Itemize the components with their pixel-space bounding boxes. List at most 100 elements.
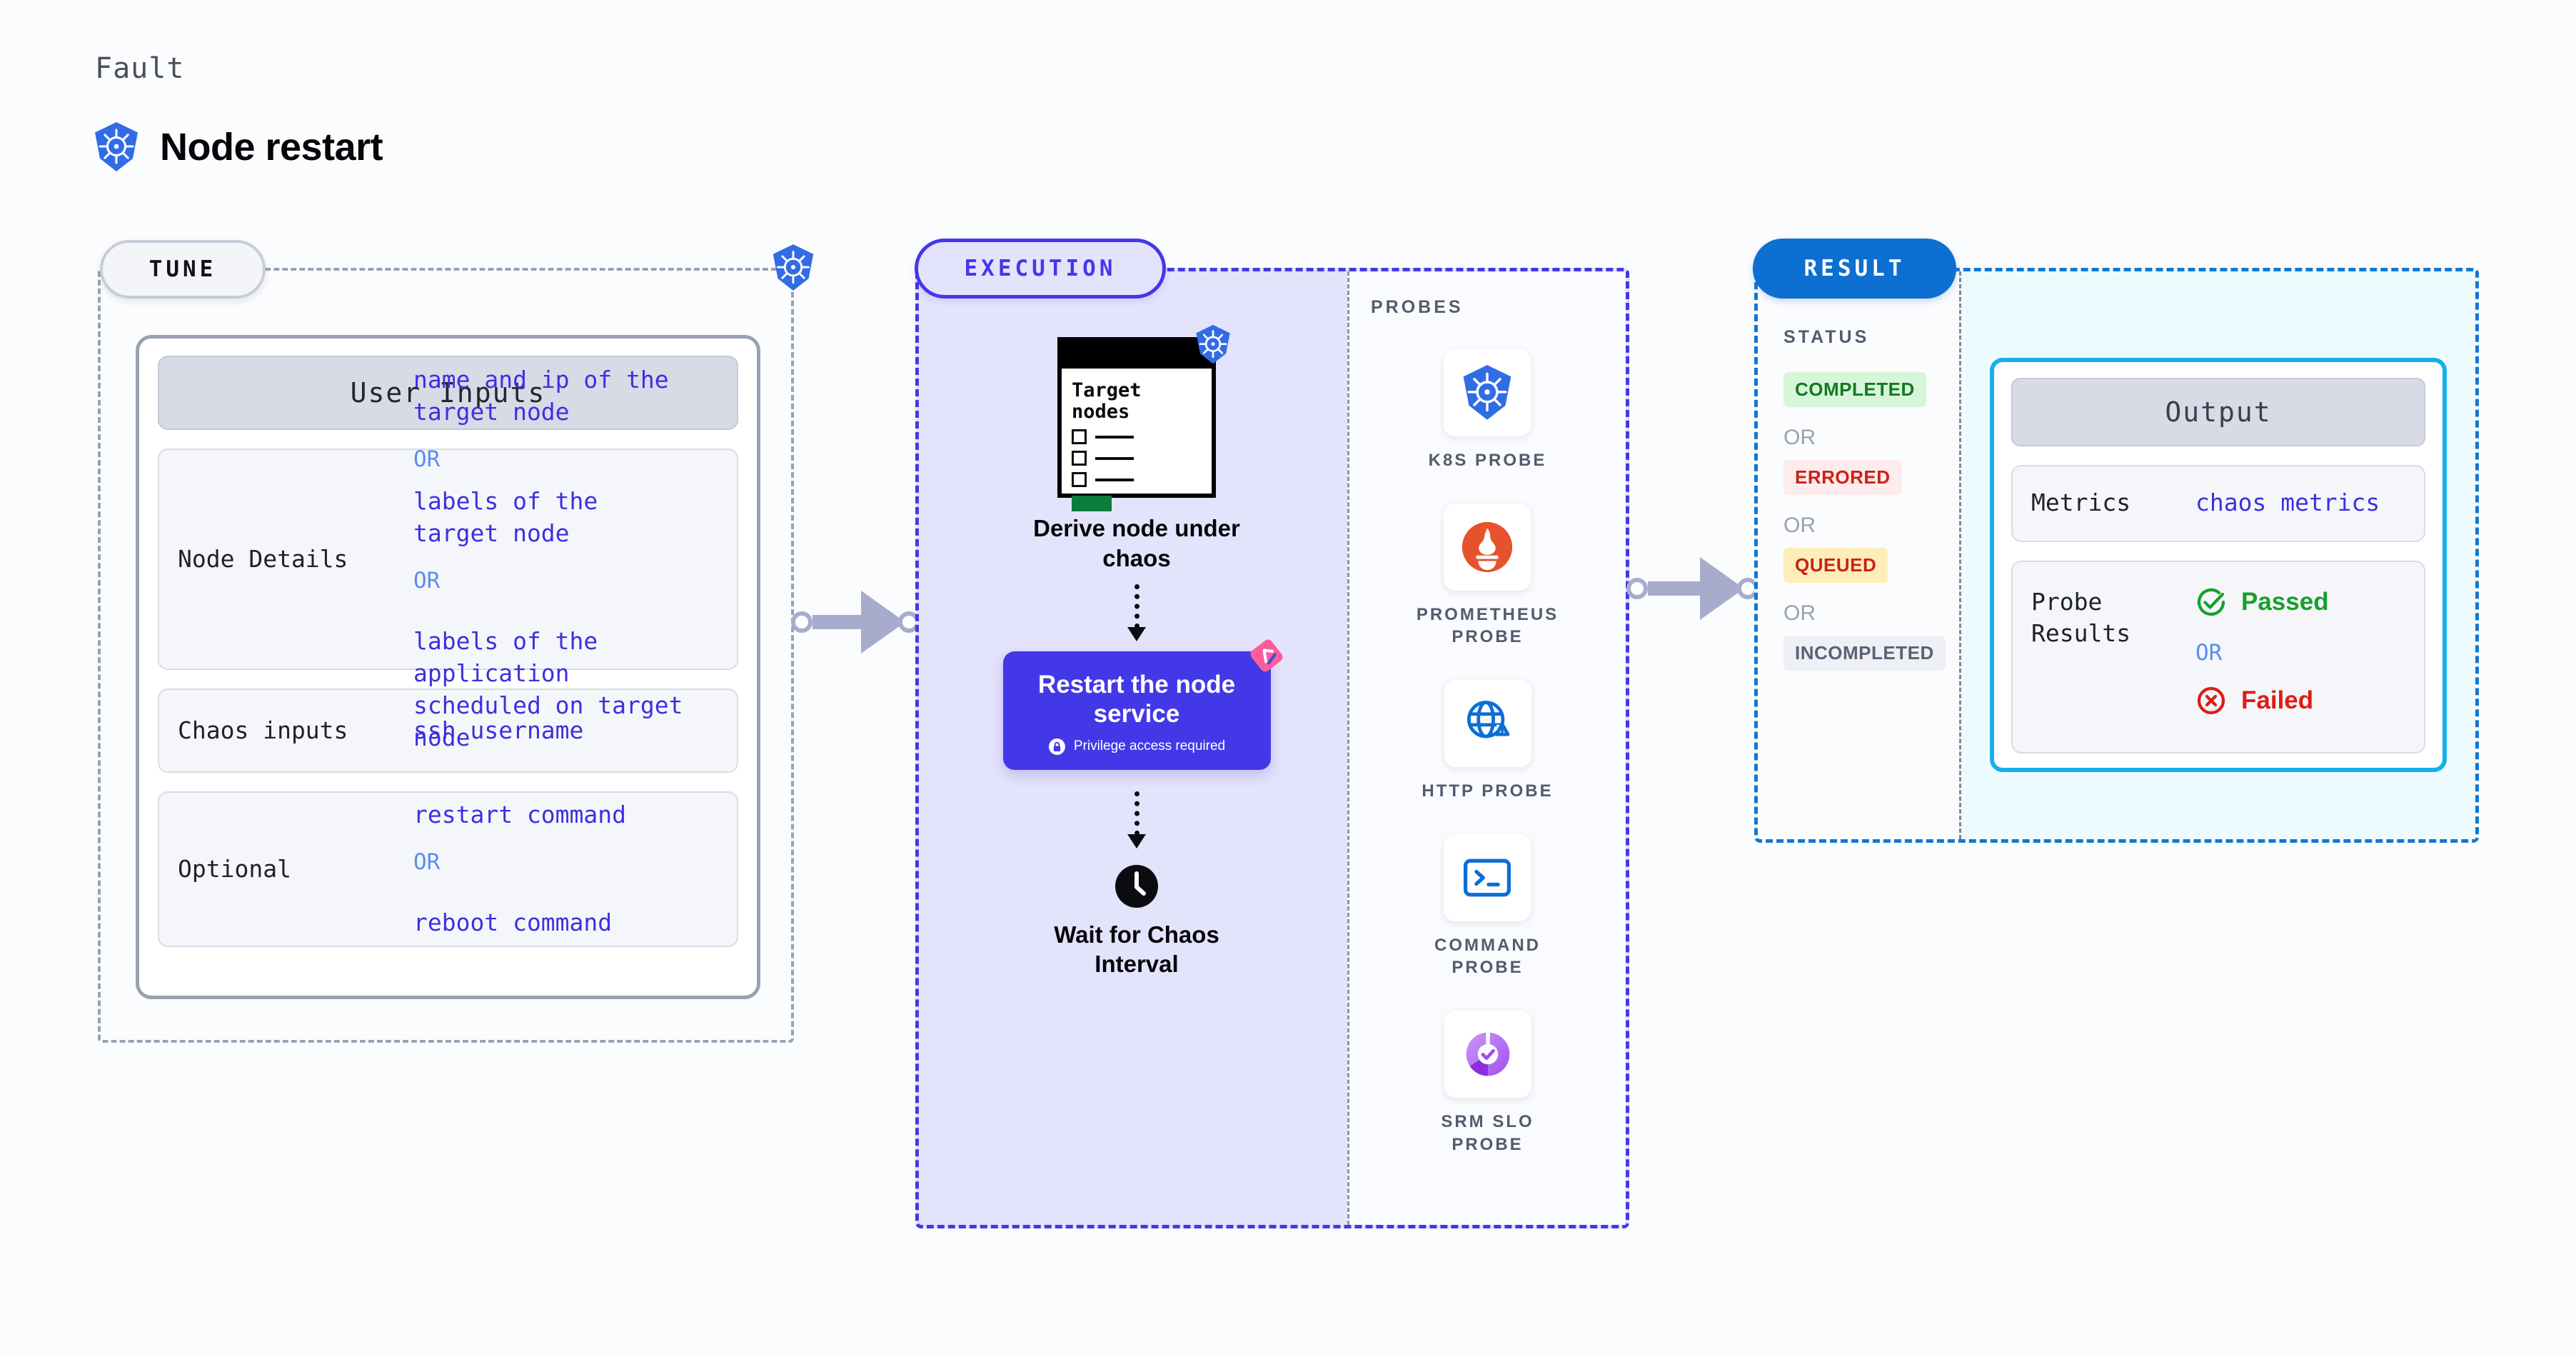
row-value: labels of the target node xyxy=(413,487,598,548)
pink-corner-badge-icon xyxy=(1250,639,1282,672)
privilege-text: Privilege access required xyxy=(1073,738,1226,754)
row-key: Optional xyxy=(178,854,291,883)
connector-execution-to-result xyxy=(1626,557,1759,620)
checkbox-icon xyxy=(1072,451,1087,466)
prometheus-icon xyxy=(1444,503,1531,591)
connector-tune-to-execution xyxy=(791,591,920,654)
card-title-bar xyxy=(1062,341,1212,369)
row-value: ssh username xyxy=(413,716,584,744)
row-values: name and ip of the target node OR labels… xyxy=(413,364,718,753)
fault-eyebrow: Fault xyxy=(95,52,185,85)
output-title: Output xyxy=(2011,377,2425,446)
lock-icon xyxy=(1048,738,1065,755)
table-row: Metrics chaos metrics xyxy=(2011,464,2425,542)
probe-prometheus[interactable]: PROMETHEUS PROBE xyxy=(1416,503,1559,649)
probe-result-failed: Failed xyxy=(2195,685,2405,716)
probe-label: COMMAND PROBE xyxy=(1434,935,1541,978)
kubernetes-icon xyxy=(1194,324,1232,369)
kubernetes-icon xyxy=(1444,349,1531,436)
connector-endpoint xyxy=(791,611,812,633)
probe-label: PROMETHEUS PROBE xyxy=(1416,604,1559,647)
row-key: Probe Results xyxy=(2031,587,2131,648)
table-row: Chaos inputs ssh username xyxy=(158,688,738,773)
list-item xyxy=(1072,472,1202,488)
terminal-icon xyxy=(1444,833,1531,921)
row-values: ssh username xyxy=(413,715,718,747)
row-key: Node Details xyxy=(178,544,348,573)
srm-slo-donut-icon xyxy=(1444,1011,1531,1098)
row-key: Metrics xyxy=(2031,489,2131,517)
probes-title: PROBES xyxy=(1371,297,1464,317)
status-bar xyxy=(1072,496,1112,512)
table-row: Probe Results Passed OR xyxy=(2011,560,2425,753)
privilege-note: Privilege access required xyxy=(1016,738,1258,756)
action-restart-node-service: Restart the node service Privilege acces… xyxy=(1002,639,1282,770)
passed-label: Passed xyxy=(2241,587,2329,616)
kubernetes-icon xyxy=(93,121,140,173)
flow-arrow-icon xyxy=(1127,791,1146,848)
execution-flow: Target nodes xyxy=(919,271,1354,1225)
probe-label: SRM SLO PROBE xyxy=(1441,1112,1534,1154)
http-globe-warning-icon xyxy=(1444,680,1531,768)
checkbox-icon xyxy=(1072,472,1087,488)
user-inputs-title: User Inputs xyxy=(158,356,738,430)
status-badge-completed: COMPLETED xyxy=(1783,372,1926,407)
placeholder-line xyxy=(1095,435,1134,439)
step-label-wait-interval: Wait for Chaos Interval xyxy=(1054,921,1219,978)
connector-line xyxy=(812,615,861,629)
table-row: Node Details name and ip of the target n… xyxy=(158,366,738,751)
or-separator: OR xyxy=(2195,639,2223,666)
placeholder-line xyxy=(1095,478,1134,481)
target-nodes-title: Target nodes xyxy=(1072,379,1142,424)
fault-header: Node restart xyxy=(93,121,383,173)
checkbox-icon xyxy=(1072,429,1087,445)
row-key: Chaos inputs xyxy=(178,716,348,744)
failed-label: Failed xyxy=(2241,686,2314,714)
tune-panel: User Inputs Node Details name and ip of … xyxy=(98,244,814,1043)
target-nodes-card: Target nodes xyxy=(1057,324,1230,512)
placeholder-line xyxy=(1095,456,1134,460)
list-item xyxy=(1072,429,1202,445)
execution-badge: EXECUTION xyxy=(915,239,1166,299)
row-values: restart command OR reboot command xyxy=(413,799,718,939)
row-value: name and ip of the target node xyxy=(413,366,669,426)
action-title: Restart the node service xyxy=(1037,671,1236,728)
status-badge-incompleted: INCOMPLETED xyxy=(1783,636,1946,671)
check-circle-icon xyxy=(2197,588,2225,616)
status-title: STATUS xyxy=(1783,327,1870,347)
list-item xyxy=(1072,451,1202,466)
connector-line xyxy=(1648,581,1700,596)
row-value: restart command xyxy=(413,801,627,829)
or-separator: OR xyxy=(1783,426,1816,449)
probes-column: PROBES K8S PROBE xyxy=(1347,271,1626,1225)
kubernetes-icon xyxy=(771,244,815,296)
table-row: Optional restart command OR reboot comma… xyxy=(158,791,738,947)
execution-panel: Target nodes xyxy=(915,268,1629,1228)
probe-result-passed: Passed xyxy=(2195,586,2405,618)
status-column: STATUS COMPLETED OR ERRORED OR QUEUED OR… xyxy=(1758,271,1961,839)
arrow-head-icon xyxy=(861,591,905,654)
probe-k8s[interactable]: K8S PROBE xyxy=(1429,349,1547,472)
status-badge-queued: QUEUED xyxy=(1783,548,1888,583)
row-value: reboot command xyxy=(413,908,613,937)
flow-arrow-icon xyxy=(1127,584,1146,642)
probe-srm-slo[interactable]: SRM SLO PROBE xyxy=(1441,1011,1534,1156)
or-separator: OR xyxy=(413,568,441,594)
step-label-derive-node: Derive node under chaos xyxy=(1033,515,1240,571)
result-badge: RESULT xyxy=(1753,239,1956,299)
tune-badge: TUNE xyxy=(100,240,266,299)
row-value: chaos metrics xyxy=(2195,489,2380,517)
probe-command[interactable]: COMMAND PROBE xyxy=(1434,833,1541,979)
or-separator: OR xyxy=(413,848,441,875)
or-separator: OR xyxy=(413,446,441,473)
probe-http[interactable]: HTTP PROBE xyxy=(1422,680,1553,803)
user-inputs-card: User Inputs Node Details name and ip of … xyxy=(136,335,760,999)
status-badge-errored: ERRORED xyxy=(1783,460,1902,495)
wait-step: Wait for Chaos Interval xyxy=(1054,864,1219,979)
connector-endpoint xyxy=(1626,578,1648,599)
or-separator: OR xyxy=(1783,601,1816,625)
arrow-head-icon xyxy=(1700,557,1744,620)
row-value: labels of the application scheduled on t… xyxy=(413,627,683,751)
page-title: Node restart xyxy=(160,126,383,169)
